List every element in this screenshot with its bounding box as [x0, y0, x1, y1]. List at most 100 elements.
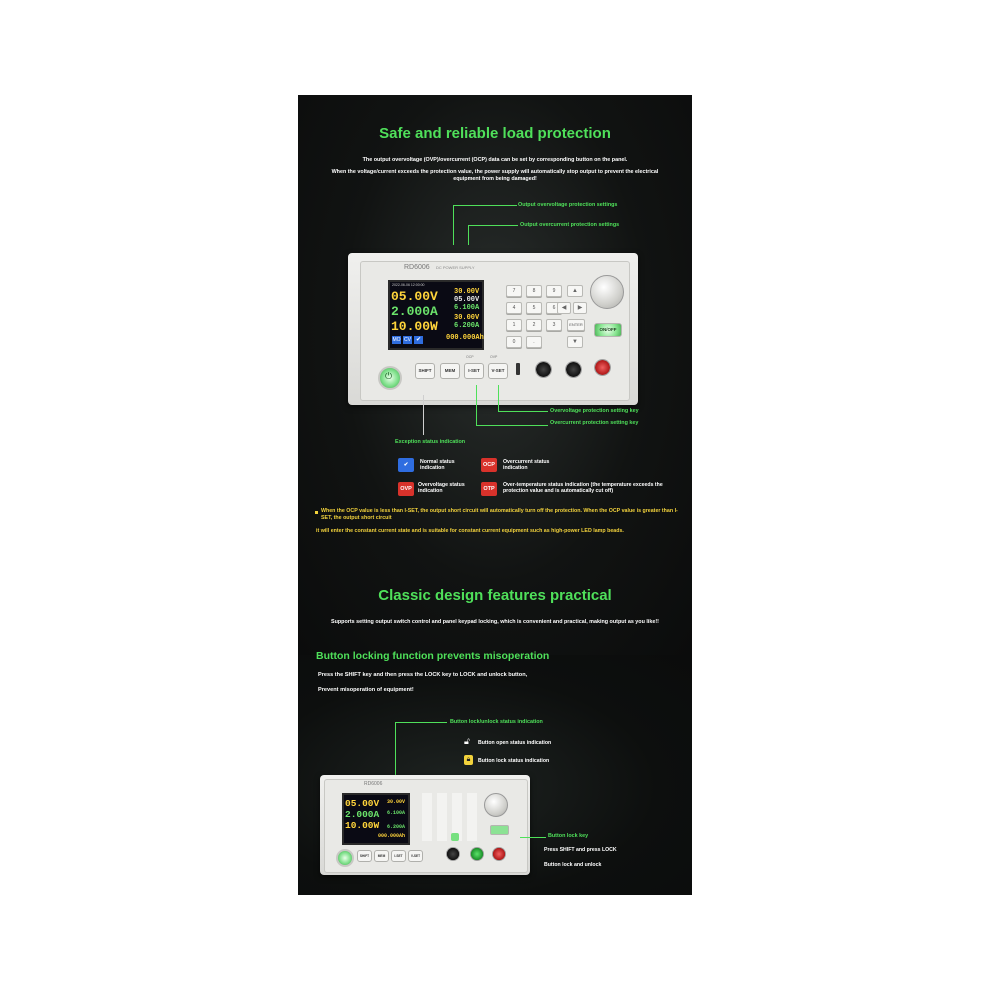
key-dot[interactable]: . [526, 336, 542, 348]
device2-display: 05.00V 2.000A 10.00W 30.00V 6.100A 6.200… [342, 793, 410, 845]
callout-line-lock-status-h [395, 722, 447, 723]
display2-power: 10.00W [345, 820, 380, 831]
open-status-text: Button open status indication [478, 740, 552, 746]
device2-green-terminal[interactable] [470, 847, 484, 861]
device-brand: DC POWER SUPPLY [436, 265, 475, 270]
key-7[interactable]: 7 [506, 285, 522, 297]
ocp-sublabel: OCP [466, 355, 474, 359]
callout-line-lock-status [395, 722, 396, 780]
display-ovp: 30.00V [454, 314, 480, 322]
device-model: RD6006 [404, 264, 430, 271]
callout-exception: Exception status indication [395, 439, 466, 445]
black-terminal[interactable] [535, 361, 552, 378]
key-2[interactable]: 2 [526, 319, 542, 331]
vset-button[interactable]: V-SET [488, 363, 508, 379]
display-set-v2: 05.00V [454, 296, 480, 304]
legend-otp-text: Over-temperature status indication (the … [503, 482, 663, 495]
callout-lock-status: Button lock/unlock status indication [450, 719, 543, 725]
display-set-v: 30.00V [454, 288, 480, 296]
callout-line-ovp-h [453, 205, 517, 206]
display2-current: 2.000A [345, 809, 380, 820]
display2-voltage: 05.00V [345, 798, 380, 809]
note-line2: it will enter the constant current state… [316, 528, 624, 534]
press-shift-text: Press SHIFT and press LOCK [544, 847, 617, 853]
callout-line-ocp-key-h [476, 425, 548, 426]
device-display: 2022-06-06 12:00:00 05.00V 2.000A 10.00W… [388, 280, 484, 350]
mem-button[interactable]: MEM [440, 363, 460, 379]
legend-ocp-text: Overcurrent status indication [503, 459, 550, 472]
device2-black-terminal[interactable] [446, 847, 460, 861]
section1-title: Safe and reliable load protection [379, 125, 611, 142]
callout-lock-key: Button lock key [548, 833, 589, 839]
legend-normal-text: Normal status indication [420, 459, 455, 472]
arrow-down-icon[interactable]: ▼ [567, 336, 583, 348]
key-8[interactable]: 8 [526, 285, 542, 297]
display2-set-v: 30.00V [387, 799, 406, 805]
ovp-status-icon: OVP [398, 482, 414, 496]
ovp-sublabel: OVP [490, 355, 498, 359]
black-terminal-2[interactable] [565, 361, 582, 378]
product-poster: Safe and reliable load protection The ou… [298, 95, 692, 895]
display-status-line: 2022-06-06 12:00:00 [392, 283, 425, 287]
key-9[interactable]: 9 [546, 285, 562, 297]
device2-power-button[interactable] [336, 849, 354, 867]
ocp-status-icon: OCP [481, 458, 497, 472]
display2-ocp: 6.200A [387, 824, 406, 830]
section2-line2: Prevent misoperation of equipment! [318, 687, 414, 693]
device2-encoder-knob[interactable] [484, 793, 508, 817]
callout-line-ovp [453, 205, 454, 245]
lock-unlock-text: Button lock and unlock [544, 862, 602, 868]
key-3[interactable]: 3 [546, 319, 562, 331]
power-supply-device-2: RD6006 05.00V 2.000A 10.00W 30.00V 6.100… [320, 775, 530, 875]
lock-icon: 🔒︎ [464, 755, 473, 765]
arrow-up-icon[interactable]: ▲ [567, 285, 583, 297]
key-enter[interactable]: ENTER [567, 319, 585, 331]
device2-lock-key[interactable] [451, 833, 459, 841]
section2-subtitle: Button locking function prevents misoper… [316, 650, 550, 662]
encoder-knob[interactable] [590, 275, 624, 309]
display-power: 10.00W [391, 319, 438, 334]
section2-title: Classic design features practical [378, 587, 612, 604]
iset-button[interactable]: I-SET [464, 363, 484, 379]
legend-ovp-text: Overvoltage status indication [418, 482, 465, 495]
usb-port [516, 363, 520, 375]
arrow-left-icon[interactable]: ◀ [557, 302, 571, 314]
arrow-right-icon[interactable]: ▶ [573, 302, 587, 314]
callout-line-lock-key [520, 837, 546, 838]
red-terminal[interactable] [594, 359, 611, 376]
device2-on-off-button[interactable] [490, 825, 509, 835]
key-5[interactable]: 5 [526, 302, 542, 314]
note-bullet [315, 511, 318, 514]
note-line1: When the OCP value is less than I-SET, t… [321, 508, 678, 521]
key-0[interactable]: 0 [506, 336, 522, 348]
normal-status-icon: ✔ [398, 458, 414, 472]
callout-ocp-key: Overcurrent protection setting key [550, 420, 639, 426]
device2-mem-button[interactable]: MEM [374, 850, 389, 862]
callout-line-ocp [468, 225, 469, 245]
device2-iset-button[interactable]: I-SET [391, 850, 406, 862]
power-icon: ⏻ [385, 371, 393, 381]
display2-capacity: 000.000Ah [378, 833, 406, 839]
section2-desc: Supports setting output switch control a… [331, 619, 659, 625]
callout-line-exception [423, 395, 424, 435]
callout-ovp-settings: Output overvoltage protection settings [518, 202, 618, 208]
device2-vset-button[interactable]: V-SET [408, 850, 423, 862]
device2-shift-button[interactable]: SHIFT [357, 850, 372, 862]
callout-line-ocp-key [476, 385, 477, 425]
display-current: 2.000A [391, 304, 438, 319]
shift-button[interactable]: SHIFT [415, 363, 435, 379]
section1-desc-line1: The output overvoltage (OVP)/overcurrent… [362, 157, 628, 163]
key-4[interactable]: 4 [506, 302, 522, 314]
callout-ocp-settings: Output overcurrent protection settings [520, 222, 620, 228]
display-ocp: 6.200A [454, 322, 480, 330]
callout-line-ovp-key-h [498, 411, 548, 412]
device2-red-terminal[interactable] [492, 847, 506, 861]
display-capacity: 000.000Ah [446, 334, 484, 342]
display-voltage: 05.00V [391, 289, 438, 304]
key-1[interactable]: 1 [506, 319, 522, 331]
section1-desc-line2: When the voltage/current exceeds the pro… [331, 169, 659, 182]
on-off-button[interactable]: ON/OFF [594, 323, 622, 337]
device2-model: RD6006 [364, 781, 383, 787]
display2-set-i: 6.100A [387, 810, 406, 816]
power-button[interactable] [378, 366, 402, 390]
